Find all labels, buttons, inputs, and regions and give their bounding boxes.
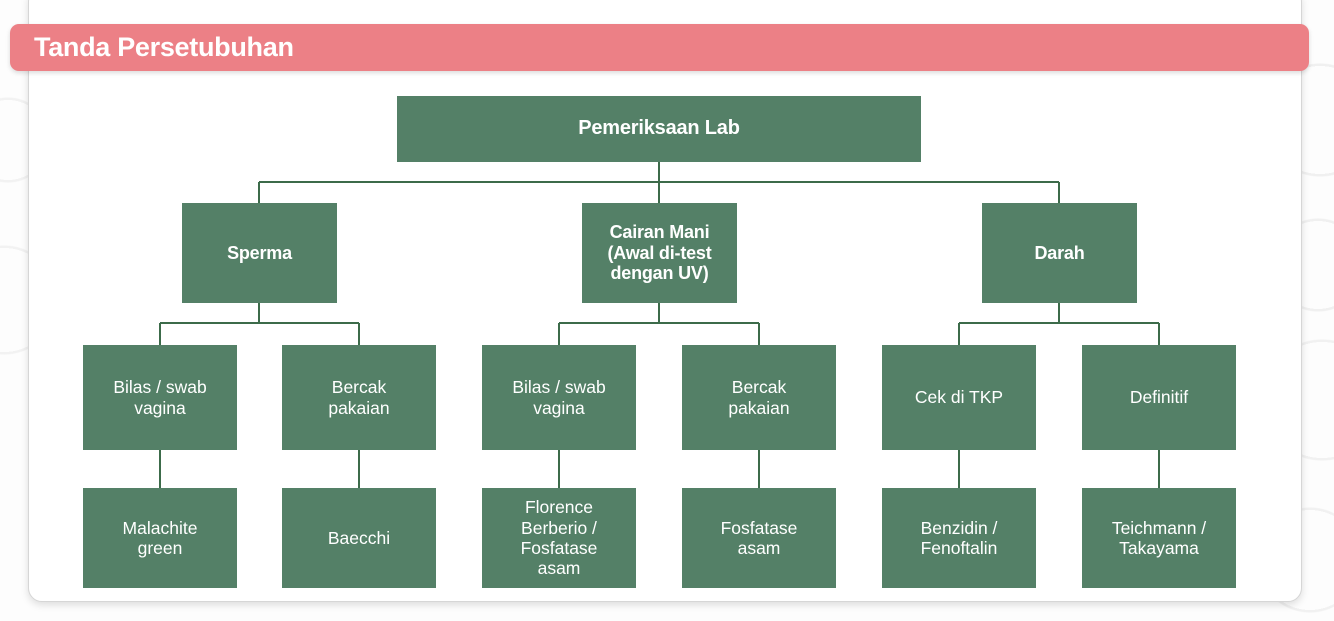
node-sperma-bercak-pakaian[interactable]: Bercak pakaian <box>282 345 436 450</box>
slide-title-bar: Tanda Persetubuhan <box>10 24 1309 71</box>
node-label: Bilas / swab vagina <box>512 377 606 418</box>
node-teichmann-takayama[interactable]: Teichmann / Takayama <box>1082 488 1236 588</box>
node-label: Darah <box>1034 242 1085 263</box>
node-label: Sperma <box>227 242 292 263</box>
node-label: Definitif <box>1129 387 1189 408</box>
node-darah-definitif[interactable]: Definitif <box>1082 345 1236 450</box>
node-darah-cek-di-tkp[interactable]: Cek di TKP <box>882 345 1036 450</box>
node-label: Baecchi <box>327 527 391 548</box>
node-label: Benzidin / Fenoftalin <box>920 517 998 558</box>
node-label: Cek di TKP <box>914 387 1004 408</box>
page-title: Tanda Persetubuhan <box>34 32 294 62</box>
node-benzidin-fenoftalin[interactable]: Benzidin / Fenoftalin <box>882 488 1036 588</box>
node-sperma-bilas-swab-vagina[interactable]: Bilas / swab vagina <box>83 345 237 450</box>
node-cairan-mani-bilas-swab-vagina[interactable]: Bilas / swab vagina <box>482 345 636 450</box>
node-label: Fosfatase asam <box>720 517 798 558</box>
node-malachite-green[interactable]: Malachite green <box>83 488 237 588</box>
node-label: Bercak pakaian <box>728 377 790 418</box>
node-darah[interactable]: Darah <box>982 203 1137 303</box>
node-fosfatase-asam[interactable]: Fosfatase asam <box>682 488 836 588</box>
node-cairan-mani[interactable]: Cairan Mani (Awal di-test dengan UV) <box>582 203 737 303</box>
node-baecchi[interactable]: Baecchi <box>282 488 436 588</box>
node-label: Teichmann / Takayama <box>1111 517 1207 558</box>
node-label: Malachite green <box>122 517 198 558</box>
node-label: Florence Berberio / Fosfatase asam <box>520 497 598 579</box>
node-label: Bercak pakaian <box>328 377 390 418</box>
node-label: Cairan Mani (Awal di-test dengan UV) <box>607 221 712 284</box>
node-cairan-mani-bercak-pakaian[interactable]: Bercak pakaian <box>682 345 836 450</box>
node-florence-berberio-fosfatase-asam[interactable]: Florence Berberio / Fosfatase asam <box>482 488 636 588</box>
node-sperma[interactable]: Sperma <box>182 203 337 303</box>
node-label: Pemeriksaan Lab <box>578 117 740 140</box>
node-label: Bilas / swab vagina <box>113 377 207 418</box>
node-pemeriksaan-lab[interactable]: Pemeriksaan Lab <box>397 96 921 162</box>
